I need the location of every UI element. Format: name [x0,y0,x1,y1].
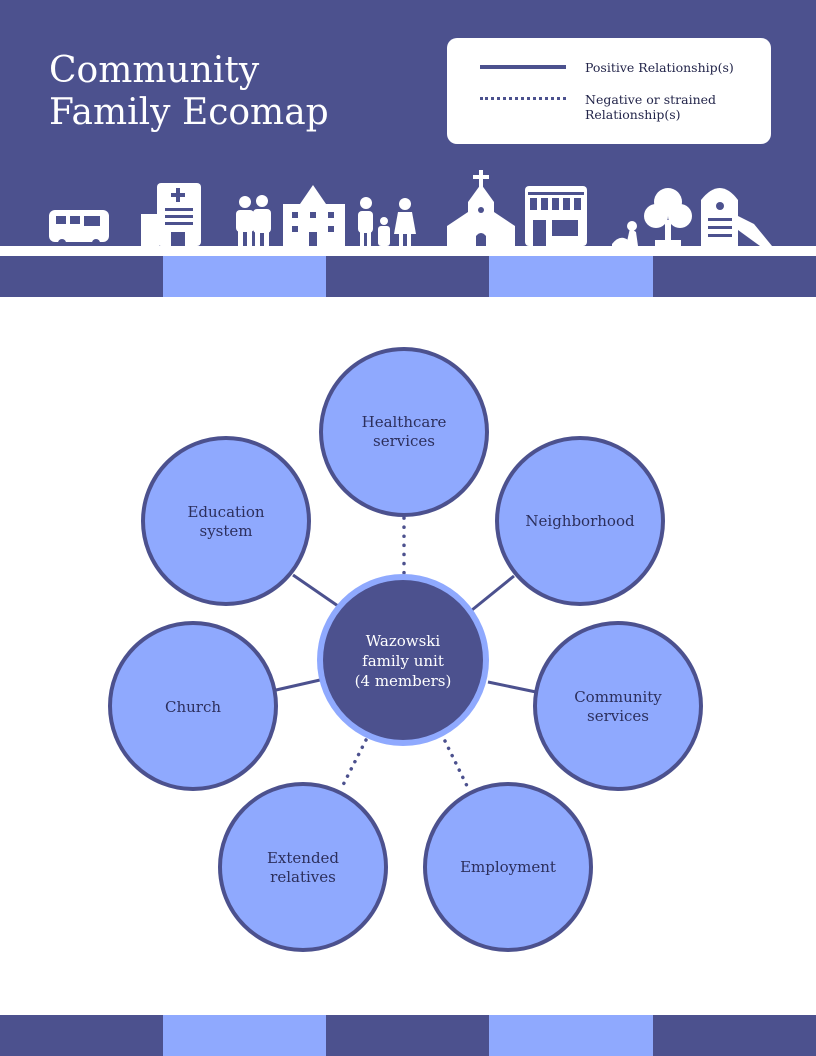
community-skyline [0,170,816,256]
employment-label: Employment [460,858,556,876]
dog-icon [612,221,638,246]
connection-extended [340,738,368,789]
color-band-top [0,256,816,297]
node-education-system: Education system [141,436,311,606]
legend-negative-line-1: Negative or strained [585,92,717,107]
connection-employment [443,739,471,792]
legend: Positive Relationship(s) Negative or str… [447,38,771,144]
center-label-line-3: (4 members) [355,672,452,690]
center-label-line-1: Wazowski [366,632,441,650]
node-employment: Employment [423,782,593,952]
center-label-line-2: family unit [362,652,444,670]
healthcare-label-line-2: services [373,432,435,450]
node-community-services: Community services [533,621,703,791]
education-label-line-1: Education [187,503,264,521]
bus-icon [49,210,109,247]
apartment-icon [283,185,345,246]
title-line-2: Family Ecomap [49,92,329,133]
legend-positive-label: Positive Relationship(s) [585,60,734,75]
tree-icon [644,188,692,246]
title-line-1: Community [49,50,260,91]
playground-icon [701,188,772,246]
family-icon [358,197,416,246]
hospital-icon [141,183,201,246]
legend-negative-line-2: Relationship(s) [585,107,681,122]
page-title: Community Family Ecomap [49,50,329,134]
ecomap-diagram: Healthcare services Neighborhood Communi… [108,347,703,952]
church-label: Church [165,698,221,716]
church-icon [447,170,515,246]
legend-solid-line [480,65,566,69]
connection-neighborhood [471,574,515,612]
connection-community [487,680,537,694]
healthcare-label-line-1: Healthcare [362,413,447,431]
community-label-line-1: Community [574,688,662,706]
neighborhood-label: Neighborhood [525,512,635,530]
extended-label-line-2: relatives [270,868,336,886]
extended-label-line-1: Extended [267,849,339,867]
node-healthcare-services: Healthcare services [319,347,489,517]
couple-icon [236,195,271,246]
legend-dotted-line [480,97,566,100]
connection-education [292,573,339,608]
center-family-node: Wazowski family unit (4 members) [317,574,489,746]
connections [275,516,537,792]
store-icon [525,186,587,246]
node-extended-relatives: Extended relatives [218,782,388,952]
node-neighborhood: Neighborhood [495,436,665,606]
color-band-bottom [0,1015,816,1056]
node-church: Church [108,621,278,791]
connection-church [275,678,321,692]
legend-negative-label: Negative or strained Relationship(s) [585,92,755,122]
community-label-line-2: services [587,707,649,725]
education-label-line-2: system [200,522,253,540]
